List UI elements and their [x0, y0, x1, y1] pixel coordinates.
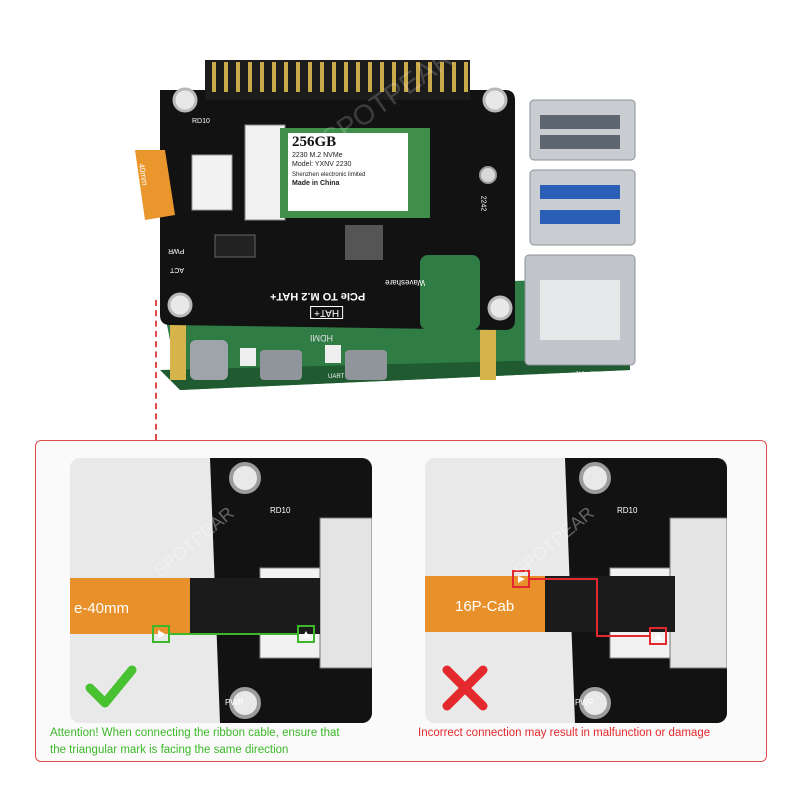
correct-cable-text: e-40mm	[74, 600, 130, 617]
callout-dashed-line	[155, 300, 157, 440]
m2-size-label: 2242	[479, 195, 487, 212]
hdmi-silk-label: HDMI	[310, 333, 333, 343]
rd10-label: RD10	[192, 118, 210, 125]
hat-board-illustration: SPOTPEAR	[135, 42, 636, 390]
ssd-label-origin: Made in China	[292, 180, 340, 187]
ethernet-silk-label: ETHERNET	[590, 372, 623, 378]
hat-brand-text: Waveshare	[385, 278, 426, 287]
incorrect-caption: Incorrect connection may result in malfu…	[418, 727, 711, 739]
correct-rd10-label: RD10	[270, 506, 291, 515]
correct-caption: Attention! When connecting the ribbon ca…	[50, 725, 390, 759]
correct-caption-line2: the triangular mark is facing the same d…	[50, 744, 289, 756]
hat-badge: HAT+	[310, 306, 344, 319]
ssd-label-type: 2230 M.2 NVMe	[292, 152, 343, 159]
act-led-label: ACT	[170, 266, 184, 273]
ssd-label-model: Model: YXNV 2230	[292, 161, 352, 168]
correct-pwr-label: PWR	[225, 698, 244, 707]
uart-silk-label: UART	[328, 374, 345, 380]
incorrect-cable-text: 16P-Cab	[455, 598, 515, 615]
correct-panel: SPOTPEAR e-40mm RD10 PWR	[70, 458, 372, 723]
correct-closeup-illustration: SPOTPEAR	[70, 458, 372, 723]
hat-title-text: PCIe TO M.2 HAT+	[270, 290, 366, 302]
top-photo: SPOTPEAR 256GB 2230 M.2 NVMe Model: YXNV…	[120, 40, 680, 400]
incorrect-rd10-label: RD10	[617, 506, 638, 515]
incorrect-panel: SPOTPEAR 16P-Cab RD10 PWR	[425, 458, 727, 723]
incorrect-pwr-label: PWR	[575, 698, 594, 707]
j10-silk-label: J10	[575, 372, 585, 378]
ssd-label-maker: Shenzhen electronic limited	[292, 172, 366, 178]
incorrect-closeup-illustration: SPOTPEAR	[425, 458, 727, 723]
pwr-led-label: PWR	[168, 247, 185, 254]
correct-caption-line1: Attention! When connecting the ribbon ca…	[50, 727, 340, 739]
ssd-label-capacity: 256GB	[292, 134, 337, 150]
